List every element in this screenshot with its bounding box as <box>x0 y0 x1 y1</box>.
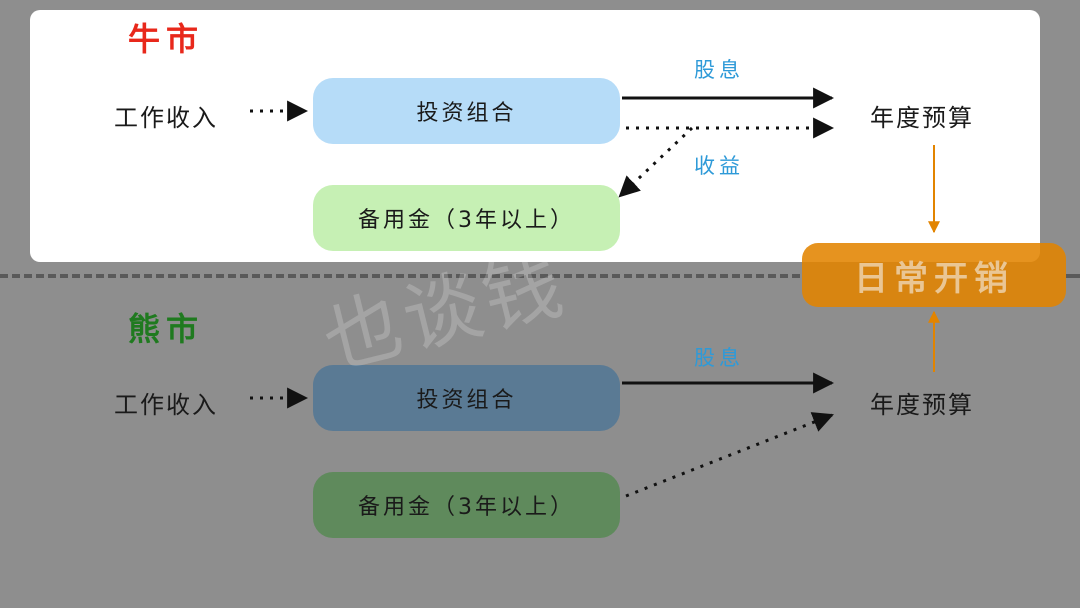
bear-annual-budget-label: 年度预算 <box>870 391 974 419</box>
bull-reserve-box: 备用金（3年以上） <box>313 185 620 251</box>
daily-expense-box: 日常开销 <box>802 243 1066 307</box>
bull-annual-budget-label: 年度预算 <box>870 104 974 132</box>
bear-reserve-box: 备用金（3年以上） <box>313 472 620 538</box>
bull-dividend-label: 股息 <box>694 58 744 82</box>
bear-dividend-label: 股息 <box>694 346 744 370</box>
market-divider-end <box>1066 274 1080 278</box>
bull-portfolio-box: 投资组合 <box>313 78 620 144</box>
bull-gain-label: 收益 <box>694 154 744 178</box>
bear-reserve-to-budget-arrow <box>625 412 834 498</box>
bear-portfolio-box: 投资组合 <box>313 365 620 431</box>
bear-work-income-label: 工作收入 <box>114 391 218 419</box>
bull-portfolio-to-reserve-arrow <box>618 126 694 198</box>
bear-market-title: 熊市 <box>128 310 205 348</box>
bull-market-title: 牛市 <box>128 20 205 58</box>
market-divider <box>0 274 800 278</box>
bull-work-income-label: 工作收入 <box>114 104 218 132</box>
